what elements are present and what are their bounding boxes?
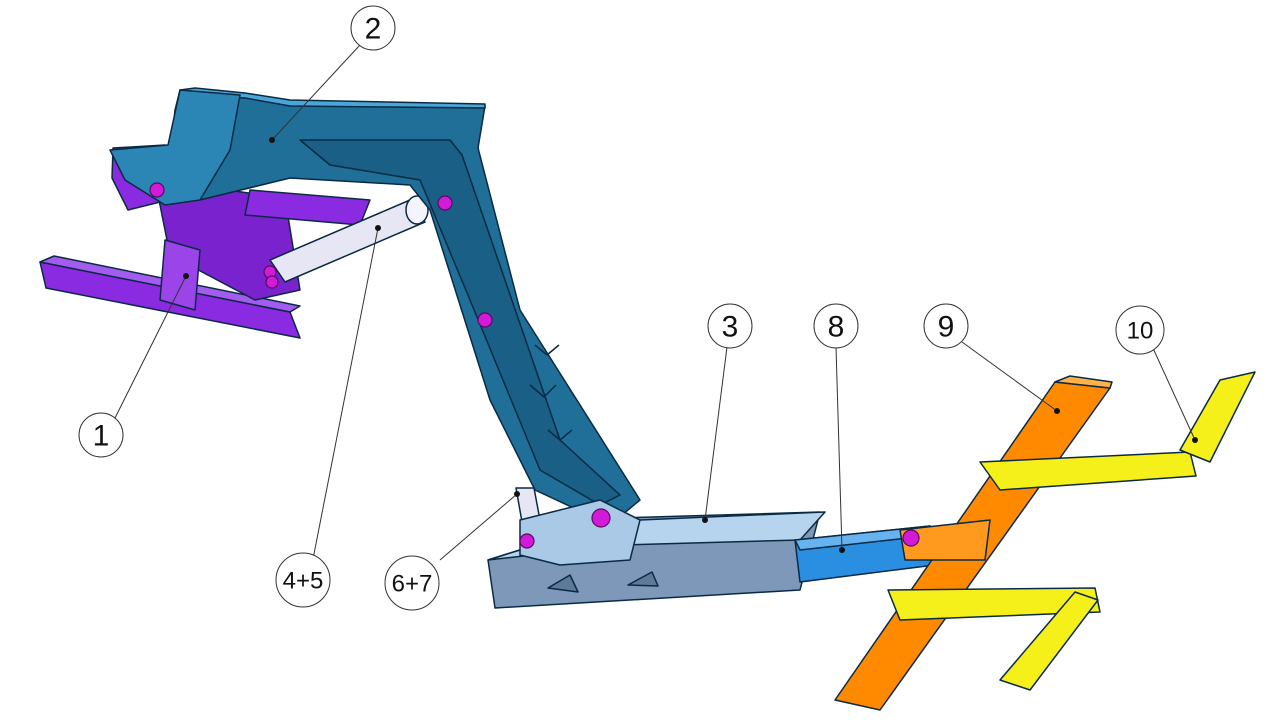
main-arm-notch-2 (529, 384, 557, 398)
callout-label-9: 9 (938, 311, 955, 344)
callout-label-10: 10 (1127, 318, 1154, 345)
main-arm-head (109, 89, 241, 206)
callout-1: 1 (78, 412, 124, 458)
lower-box-cutout-2 (627, 571, 659, 587)
lower-box-pin-2 (591, 508, 611, 528)
part-lower-box (487, 499, 826, 609)
lower-box-pin-1 (519, 533, 535, 549)
lower-box-cutout-1 (547, 574, 579, 593)
callout-3: 3 (707, 303, 753, 349)
cross-bar-top (1054, 375, 1113, 389)
callout-2: 2 (350, 5, 396, 51)
main-arm-pin-1 (149, 182, 165, 198)
leader-dot-10 (1192, 437, 1198, 443)
leader-2 (271, 44, 361, 141)
leader-10 (1151, 345, 1196, 441)
side-bar-upper-arm (979, 451, 1197, 491)
cylinder-end (405, 195, 429, 225)
side-bar-lower-arm (887, 587, 1101, 621)
callout-9: 9 (923, 303, 969, 349)
leader-dot-2 (269, 137, 275, 143)
callout-10: 10 (1115, 305, 1165, 355)
leader-8 (835, 346, 843, 551)
callout-6-7: 6+7 (384, 555, 440, 611)
leader-9 (961, 341, 1058, 412)
main-arm-pin-5 (265, 275, 279, 289)
callouts: 1 2 3 4+5 6+7 8 9 10 (78, 5, 1165, 611)
leader-dot-8 (839, 547, 845, 553)
callout-label-1: 1 (93, 420, 110, 453)
leader-dot-6-7 (514, 491, 520, 497)
part-side-bars (887, 371, 1256, 691)
main-arm-notch-3 (547, 429, 573, 441)
callout-8: 8 (813, 303, 859, 349)
cross-bar-plate (899, 519, 991, 561)
leader-dot-1 (183, 273, 189, 279)
cross-bar-pin (902, 529, 920, 547)
part-cylinder-4-5 (269, 195, 429, 283)
callout-label-8: 8 (828, 311, 845, 344)
callout-label-3: 3 (722, 311, 739, 344)
leader-6-7 (439, 493, 518, 561)
main-arm-pin-2 (437, 195, 453, 211)
leader-3 (704, 346, 728, 521)
leader-dot-3 (702, 517, 708, 523)
callout-label-2: 2 (365, 13, 382, 46)
main-arm-notch-1 (534, 344, 560, 356)
side-bar-lower-post (999, 591, 1099, 691)
main-arm-pin-3 (477, 312, 493, 328)
callout-label-4-5: 4+5 (283, 568, 324, 595)
main-arm-recess (299, 139, 621, 506)
base-frame-leg (159, 239, 201, 311)
callout-4-5: 4+5 (275, 552, 331, 608)
leader-dot-4-5 (375, 225, 381, 231)
leader-1 (114, 275, 187, 419)
callout-label-6-7: 6+7 (392, 571, 433, 598)
leader-4-5 (312, 227, 379, 560)
leader-lines (114, 44, 1198, 561)
side-bar-upper-post (1179, 371, 1256, 463)
cylinder-body (269, 199, 426, 283)
leader-dot-9 (1054, 408, 1060, 414)
